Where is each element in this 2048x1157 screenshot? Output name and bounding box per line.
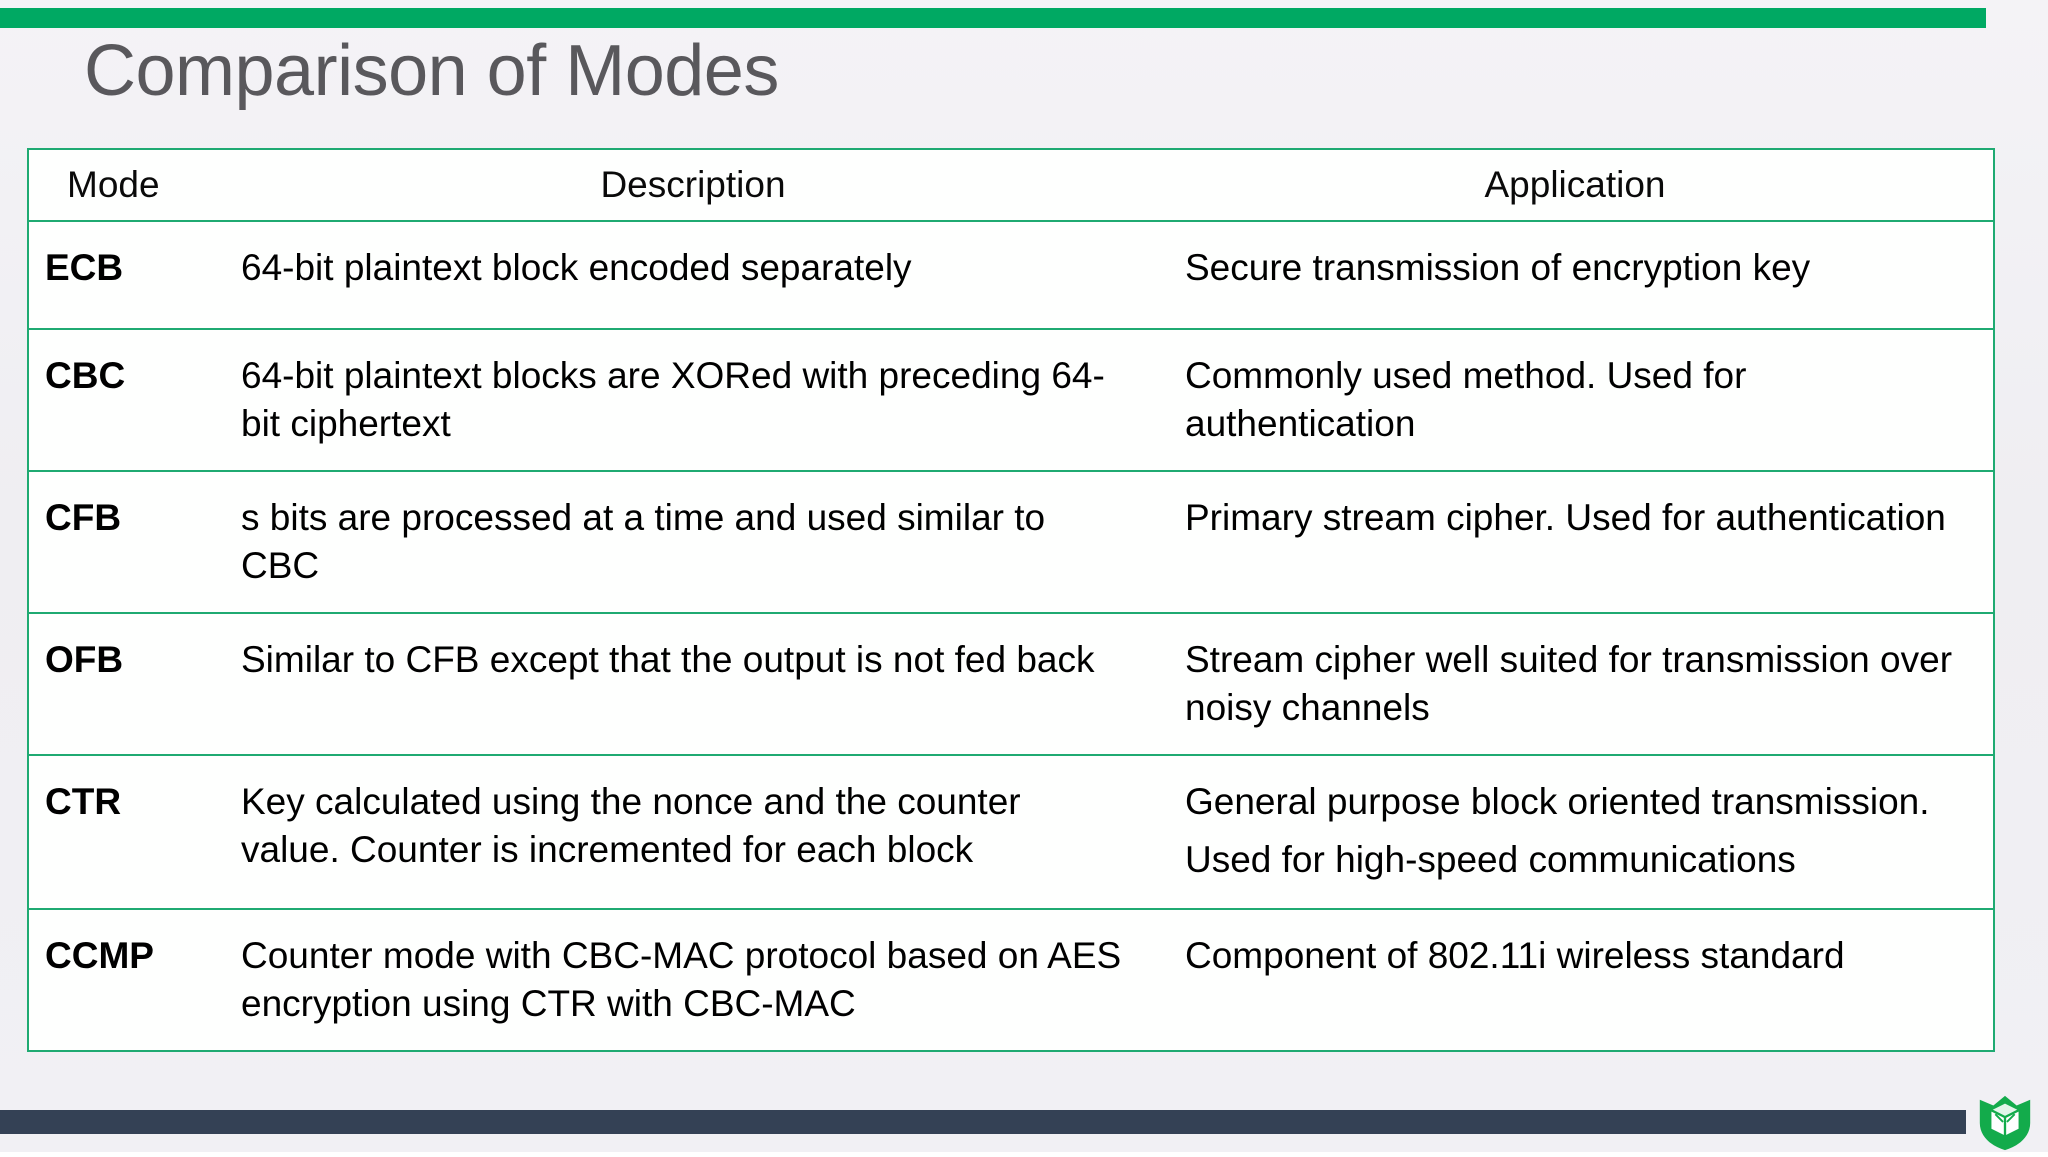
cell-application-line: Secure transmission of encryption key bbox=[1185, 247, 1811, 288]
table-row: ECB 64-bit plaintext block encoded separ… bbox=[29, 222, 1993, 330]
column-header-description: Description bbox=[600, 164, 786, 205]
column-header-mode: Mode bbox=[67, 164, 160, 205]
cell-application-line-2: Used for high-speed communications bbox=[1185, 839, 1796, 880]
cell-application-line: Component of 802.11i wireless standard bbox=[1185, 935, 1845, 976]
cell-description: s bits are processed at a time and used … bbox=[241, 497, 1046, 586]
cell-mode: OFB bbox=[45, 639, 124, 680]
cell-mode: CFB bbox=[45, 497, 122, 538]
top-accent-bar bbox=[0, 8, 1986, 28]
table-row: CFB s bits are processed at a time and u… bbox=[29, 472, 1993, 614]
cell-description: 64-bit plaintext blocks are XORed with p… bbox=[241, 355, 1105, 444]
cell-application: Stream cipher well suited for transmissi… bbox=[1157, 614, 1993, 754]
cell-description: Counter mode with CBC-MAC protocol based… bbox=[241, 935, 1122, 1024]
cell-application-line: Stream cipher well suited for transmissi… bbox=[1185, 639, 1953, 728]
modes-comparison-table: Mode Description Application ECB 64-bit … bbox=[27, 148, 1995, 1052]
cell-mode: ECB bbox=[45, 247, 124, 288]
cell-application: Component of 802.11i wireless standard bbox=[1157, 910, 1993, 1050]
cell-description: Key calculated using the nonce and the c… bbox=[241, 781, 1021, 870]
cell-description: 64-bit plaintext block encoded separatel… bbox=[241, 247, 912, 288]
table-row: CTR Key calculated using the nonce and t… bbox=[29, 756, 1993, 910]
table-header-row: Mode Description Application bbox=[29, 150, 1993, 222]
bottom-footer-bar bbox=[0, 1110, 1966, 1134]
cell-application: Commonly used method. Used for authentic… bbox=[1157, 330, 1993, 470]
cell-application-line: Primary stream cipher. Used for authenti… bbox=[1185, 497, 1946, 538]
page-title: Comparison of Modes bbox=[84, 31, 779, 111]
shield-book-logo-icon bbox=[1974, 1090, 2036, 1152]
cell-mode: CTR bbox=[45, 781, 122, 822]
cell-mode: CBC bbox=[45, 355, 126, 396]
table-row: CBC 64-bit plaintext blocks are XORed wi… bbox=[29, 330, 1993, 472]
cell-application-line: General purpose block oriented transmiss… bbox=[1185, 781, 1930, 822]
table-row: OFB Similar to CFB except that the outpu… bbox=[29, 614, 1993, 756]
cell-mode: CCMP bbox=[45, 935, 154, 976]
table-row: CCMP Counter mode with CBC-MAC protocol … bbox=[29, 910, 1993, 1050]
cell-application: Secure transmission of encryption key bbox=[1157, 222, 1993, 328]
column-header-application: Application bbox=[1484, 164, 1666, 205]
cell-application-line: Commonly used method. Used for authentic… bbox=[1185, 355, 1747, 444]
cell-application: General purpose block oriented transmiss… bbox=[1157, 756, 1993, 908]
cell-description: Similar to CFB except that the output is… bbox=[241, 639, 1095, 680]
cell-application: Primary stream cipher. Used for authenti… bbox=[1157, 472, 1993, 612]
